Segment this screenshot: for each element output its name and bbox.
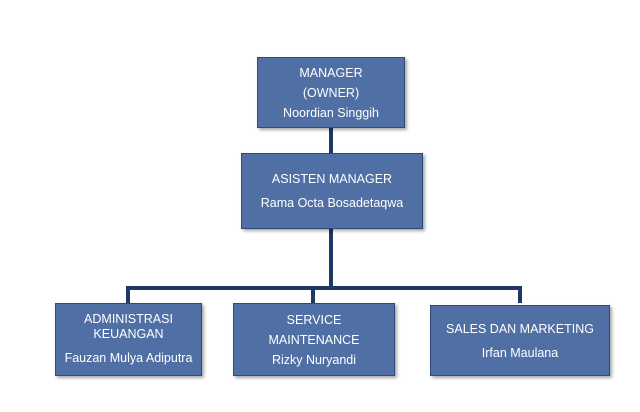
connector-assistant-down	[329, 229, 333, 288]
department-administrasi-title-line2: KEUANGAN	[93, 326, 164, 341]
assistant-manager-title: ASISTEN MANAGER	[271, 172, 393, 186]
manager-title-line2: (OWNER)	[302, 85, 360, 100]
connector-to-sales	[518, 286, 522, 303]
assistant-manager-name: Rama Octa Bosadetaqwa	[260, 196, 404, 210]
department-sales-title: SALES DAN MARKETING	[446, 321, 594, 336]
department-service-title-line2: MAINTENANCE	[268, 332, 360, 347]
assistant-manager-box: ASISTEN MANAGER Rama Octa Bosadetaqwa	[241, 153, 423, 229]
manager-box: MANAGER (OWNER) Noordian Singgih	[257, 57, 405, 128]
connector-horizontal-bar	[126, 286, 522, 290]
department-sales-box: SALES DAN MARKETING Irfan Maulana	[430, 305, 610, 376]
department-administrasi-name: Fauzan Mulya Adiputra	[64, 350, 193, 365]
connector-manager-to-assistant	[329, 128, 333, 153]
department-service-box: SERVICE MAINTENANCE Rizky Nuryandi	[233, 303, 395, 376]
connector-to-administrasi	[126, 286, 130, 303]
department-service-title-line1: SERVICE	[286, 312, 342, 327]
manager-title-line1: MANAGER	[299, 65, 363, 80]
manager-name: Noordian Singgih	[283, 105, 379, 120]
department-sales-name: Irfan Maulana	[481, 345, 559, 360]
connector-to-service	[311, 286, 315, 303]
department-administrasi-box: ADMINISTRASI KEUANGAN Fauzan Mulya Adipu…	[55, 303, 202, 376]
department-service-name: Rizky Nuryandi	[271, 352, 357, 367]
department-administrasi-title-line1: ADMINISTRASI	[84, 311, 173, 326]
